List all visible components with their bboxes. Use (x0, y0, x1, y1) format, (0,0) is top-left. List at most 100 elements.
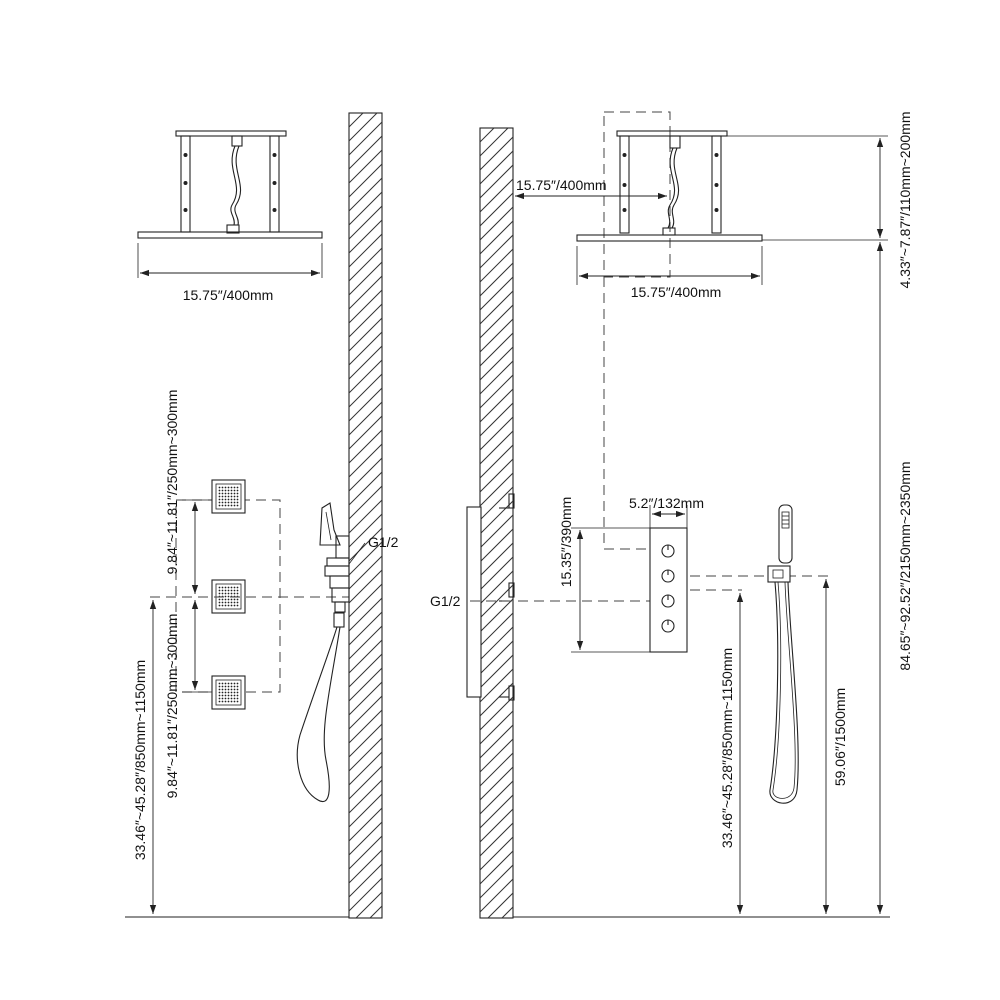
hatch-line (479, 514, 514, 549)
jet-nozzle (236, 685, 239, 688)
left-valve-side-view (296, 502, 350, 803)
jet-nozzle (236, 688, 239, 691)
jet-nozzle (224, 691, 227, 694)
jet-nozzle (227, 700, 230, 703)
hatch-line (479, 528, 514, 563)
jet-nozzle (227, 595, 230, 598)
jet-nozzle (224, 498, 227, 501)
hatch-line (479, 206, 514, 241)
jet-nozzle (236, 489, 239, 492)
jet-nozzle (227, 504, 230, 507)
jet-nozzle (221, 592, 224, 595)
hatch-line (348, 625, 383, 660)
jet-nozzle (227, 586, 230, 589)
hatch-line (348, 583, 383, 618)
jet-nozzle (218, 586, 221, 589)
jet-nozzle (233, 604, 236, 607)
jet-nozzle (221, 492, 224, 495)
hatch-line (348, 135, 383, 170)
jet-nozzle (221, 489, 224, 492)
hatch-line (348, 373, 383, 408)
hatch-line (479, 654, 514, 689)
jet-nozzle (227, 495, 230, 498)
hatch-line (348, 289, 383, 324)
jet-nozzle (230, 586, 233, 589)
jet-nozzle (221, 604, 224, 607)
hatch-line (348, 681, 383, 716)
jet-nozzle (233, 492, 236, 495)
jet-nozzle (233, 504, 236, 507)
valve-knob-1 (661, 544, 675, 558)
jet-nozzle (233, 586, 236, 589)
hatch-line (348, 835, 383, 870)
jet-nozzle (230, 592, 233, 595)
hatch-line (479, 626, 514, 661)
jet-nozzle (227, 688, 230, 691)
jet-nozzle (218, 492, 221, 495)
jet-nozzle (233, 682, 236, 685)
hatch-line (479, 290, 514, 325)
jet-nozzle (224, 586, 227, 589)
jet-nozzle (227, 589, 230, 592)
jet-nozzle (236, 598, 239, 601)
jet-nozzle (230, 504, 233, 507)
hatch-line (348, 219, 383, 254)
hatch-line (348, 303, 383, 338)
jet-nozzle (230, 691, 233, 694)
jet-nozzle (221, 501, 224, 504)
hatch-line (479, 612, 514, 647)
jet-nozzle (221, 495, 224, 498)
hatch-line (348, 597, 383, 632)
panel-width-label: 5.2″/132mm (629, 495, 704, 511)
jet-nozzle (233, 700, 236, 703)
hatch-line (348, 499, 383, 534)
hatch-line (487, 892, 514, 919)
hatch-line (479, 402, 514, 437)
hatch-line (479, 332, 514, 367)
hatch-line (348, 709, 383, 744)
hatch-line (479, 318, 514, 353)
jet-nozzle (224, 595, 227, 598)
hatch-line (348, 667, 383, 702)
hatch-line (348, 527, 383, 562)
left-wall (348, 112, 383, 919)
hatch-line (348, 275, 383, 310)
jet-nozzle (221, 498, 224, 501)
hatch-line (348, 233, 383, 268)
jet-nozzle (236, 691, 239, 694)
jet-nozzle (227, 604, 230, 607)
jet-nozzle (224, 601, 227, 604)
right-thread-label: G1/2 (430, 593, 461, 609)
hatch-line (479, 472, 514, 507)
hatch-line (479, 640, 514, 675)
hatch-line (348, 639, 383, 674)
hatch-line (348, 443, 383, 478)
left-thread-leader (348, 542, 366, 565)
jet-nozzle (227, 498, 230, 501)
panel-height-label: 15.35″/390mm (558, 497, 574, 588)
jet-nozzle (218, 501, 221, 504)
jet-nozzle (218, 486, 221, 489)
jet-nozzle (230, 688, 233, 691)
left-view: 15.75″/400mm 9.84″~ (125, 112, 399, 919)
jet-nozzle (224, 604, 227, 607)
jet-nozzle (233, 498, 236, 501)
hatch-line (348, 457, 383, 492)
jet-nozzle (218, 598, 221, 601)
hatch-line (479, 136, 514, 171)
jet-nozzle (227, 492, 230, 495)
jet-nozzle (233, 598, 236, 601)
hatch-line (348, 359, 383, 394)
right-rain-shower-head (576, 111, 763, 278)
right-wall (479, 127, 514, 919)
jet-nozzle (230, 492, 233, 495)
jet-nozzle (233, 685, 236, 688)
jet-nozzle (221, 504, 224, 507)
hatch-line (348, 821, 383, 856)
hatch-line (348, 429, 383, 464)
hatch-line (479, 850, 514, 885)
hatch-line (479, 500, 514, 535)
hatch-line (479, 738, 514, 773)
hatch-line (479, 262, 514, 297)
